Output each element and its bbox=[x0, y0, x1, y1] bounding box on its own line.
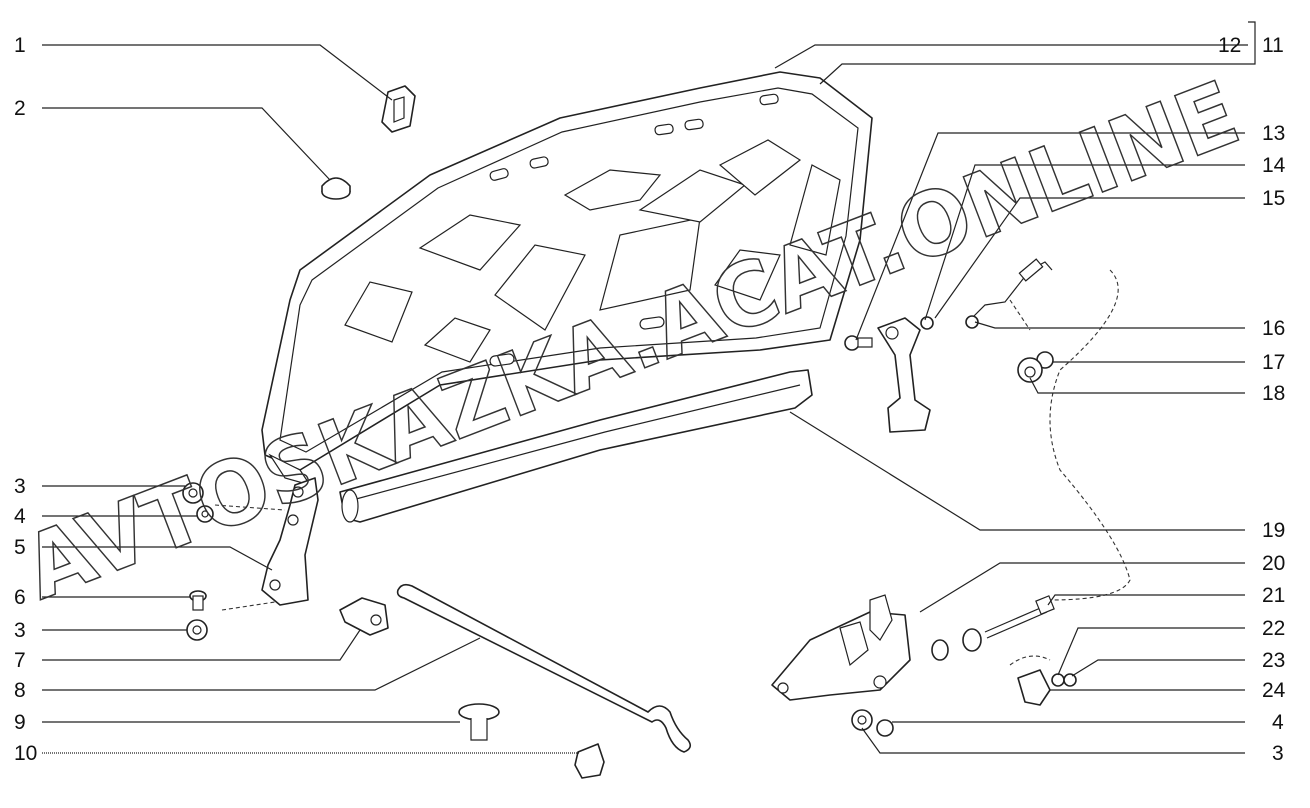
nut-4a bbox=[196, 505, 214, 523]
callout-9: 9 bbox=[14, 711, 26, 734]
arrow-6 bbox=[221, 601, 276, 611]
leader-lines bbox=[42, 21, 1256, 754]
callout-1: 1 bbox=[14, 34, 26, 57]
cable-route bbox=[1049, 269, 1131, 601]
callout-4-second: 4 bbox=[1272, 711, 1284, 734]
callout-20: 20 bbox=[1262, 552, 1285, 575]
callout-24: 24 bbox=[1262, 679, 1286, 702]
part-15-nut bbox=[920, 316, 934, 330]
callout-17: 17 bbox=[1262, 351, 1285, 374]
callout-21: 21 bbox=[1262, 584, 1285, 607]
seal-strip bbox=[339, 369, 813, 523]
part-21-cable bbox=[931, 595, 1055, 661]
callout-13: 13 bbox=[1262, 122, 1285, 145]
callout-labels: 1 2 3 4 5 6 3 7 8 9 10 12 11 13 14 15 16… bbox=[14, 34, 1286, 765]
callout-18: 18 bbox=[1262, 382, 1285, 405]
callout-15: 15 bbox=[1262, 187, 1285, 210]
part-20-lock bbox=[771, 594, 911, 701]
callout-6: 6 bbox=[14, 586, 26, 609]
callout-2: 2 bbox=[14, 97, 26, 120]
part-2-plug bbox=[321, 177, 351, 200]
callout-4: 4 bbox=[14, 505, 26, 528]
callout-14: 14 bbox=[1262, 154, 1286, 177]
part-9-push-pin bbox=[458, 703, 500, 741]
callout-3-second: 3 bbox=[14, 619, 26, 642]
part-24-bracket bbox=[1017, 669, 1051, 706]
part-23-nut bbox=[1063, 673, 1077, 687]
part-22-washer bbox=[1051, 673, 1065, 687]
callout-3: 3 bbox=[14, 475, 26, 498]
arrow-16 bbox=[1009, 299, 1031, 331]
callout-22: 22 bbox=[1262, 617, 1285, 640]
callout-3-third: 3 bbox=[1272, 742, 1284, 765]
part-8-prop-rod bbox=[396, 583, 692, 753]
callout-5: 5 bbox=[14, 536, 26, 559]
callout-11: 11 bbox=[1262, 34, 1284, 57]
bolt-6 bbox=[189, 590, 207, 611]
callout-12: 12 bbox=[1218, 34, 1241, 57]
washer-3c bbox=[851, 709, 873, 731]
callout-16: 16 bbox=[1262, 317, 1285, 340]
callout-10: 10 bbox=[14, 742, 37, 765]
nut-4b bbox=[876, 719, 894, 737]
trunk-lid-panel bbox=[261, 71, 873, 487]
washer-3b bbox=[186, 619, 208, 641]
callout-19: 19 bbox=[1262, 519, 1285, 542]
part-16-cable-end bbox=[965, 258, 1053, 329]
callout-23: 23 bbox=[1262, 649, 1285, 672]
callout-7: 7 bbox=[14, 649, 26, 672]
part-10-clip bbox=[574, 743, 605, 779]
part-14-striker bbox=[877, 317, 931, 433]
washer-3a bbox=[182, 482, 204, 504]
part-18-grommet bbox=[1017, 357, 1043, 383]
part-7-clip bbox=[339, 597, 389, 636]
part-1-bumper bbox=[381, 85, 416, 133]
part-13-screw bbox=[844, 335, 873, 351]
arrow-22 bbox=[1009, 655, 1051, 666]
callout-8: 8 bbox=[14, 679, 26, 702]
part-5-hinge bbox=[261, 477, 319, 606]
arrow-4 bbox=[214, 504, 286, 511]
